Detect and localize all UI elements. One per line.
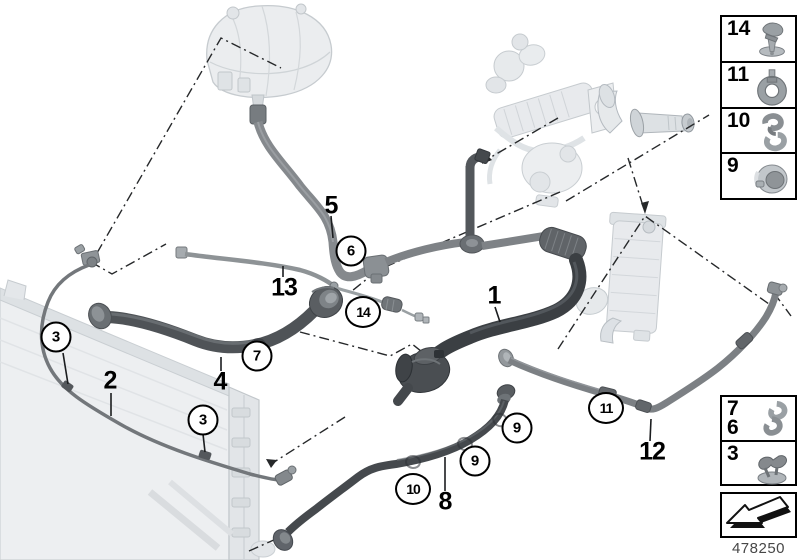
vent-line-14[interactable] [335, 286, 430, 324]
hose-6-junction-run[interactable] [384, 148, 545, 266]
hose-5[interactable] [249, 104, 390, 284]
legend-item-14[interactable]: 14 [720, 15, 797, 63]
direction-arrow-icon [726, 496, 791, 528]
legend-item-11[interactable]: 11 [720, 61, 797, 109]
legend-item-10[interactable]: 10 [720, 107, 797, 154]
callout-6[interactable]: 6 [335, 235, 367, 267]
hose-12[interactable] [496, 281, 788, 413]
leader-lines [62, 215, 652, 491]
callout-8[interactable]: 8 [438, 487, 453, 516]
callout-2[interactable]: 2 [103, 366, 118, 395]
collar-bushing-icon [754, 164, 788, 194]
callout-9[interactable]: 9 [459, 445, 491, 477]
coolant-pipe-part [597, 83, 695, 138]
callout-7[interactable]: 7 [241, 340, 273, 372]
legend-item-label: 14 [727, 17, 751, 40]
callout-5[interactable]: 5 [324, 191, 339, 220]
s-clip-icon [762, 113, 787, 152]
legend-item-label: 11 [727, 63, 750, 86]
legend-item-label: 3 [727, 442, 739, 465]
callout-3[interactable]: 3 [187, 404, 219, 436]
legend-item-label: 6 [727, 416, 739, 439]
callout-14[interactable]: 14 [345, 296, 381, 328]
legend-bottom: 7 6 3 [720, 395, 797, 486]
hose-1[interactable] [421, 225, 589, 371]
legend-item-7-6[interactable]: 7 6 [720, 395, 797, 442]
hose-4[interactable] [85, 281, 349, 354]
heat-exchanger [575, 211, 667, 344]
callout-3[interactable]: 3 [40, 321, 72, 353]
multi-clip-icon [757, 455, 787, 485]
callout-1[interactable]: 1 [487, 281, 502, 310]
callout-11[interactable]: 11 [588, 392, 624, 424]
phantom-lines [90, 37, 792, 552]
legend-item-label: 7 [727, 397, 739, 420]
thermostat-housing[interactable] [393, 345, 455, 406]
legend-item-9[interactable]: 9 [720, 152, 797, 200]
callout-13[interactable]: 13 [271, 273, 298, 302]
callout-12[interactable]: 12 [639, 437, 666, 466]
engine-assembly [485, 33, 618, 208]
callout-10[interactable]: 10 [395, 473, 431, 505]
direction-arrow-box[interactable] [720, 492, 797, 538]
pipe-clamp-icon [757, 69, 787, 106]
figure-code: 478250 [731, 540, 786, 557]
callout-9[interactable]: 9 [501, 412, 533, 444]
expansion-tank [206, 3, 333, 111]
c-clips-icon [763, 400, 788, 436]
legend-top: 14 11 10 [720, 15, 797, 200]
legend-item-label: 9 [727, 154, 739, 177]
pedestal-clip-icon [759, 22, 785, 57]
legend-item-3[interactable]: 3 [720, 440, 797, 486]
callout-4[interactable]: 4 [213, 367, 228, 396]
legend-item-label: 10 [727, 109, 751, 132]
hose-2[interactable] [39, 244, 297, 486]
hose-13[interactable] [175, 246, 339, 291]
